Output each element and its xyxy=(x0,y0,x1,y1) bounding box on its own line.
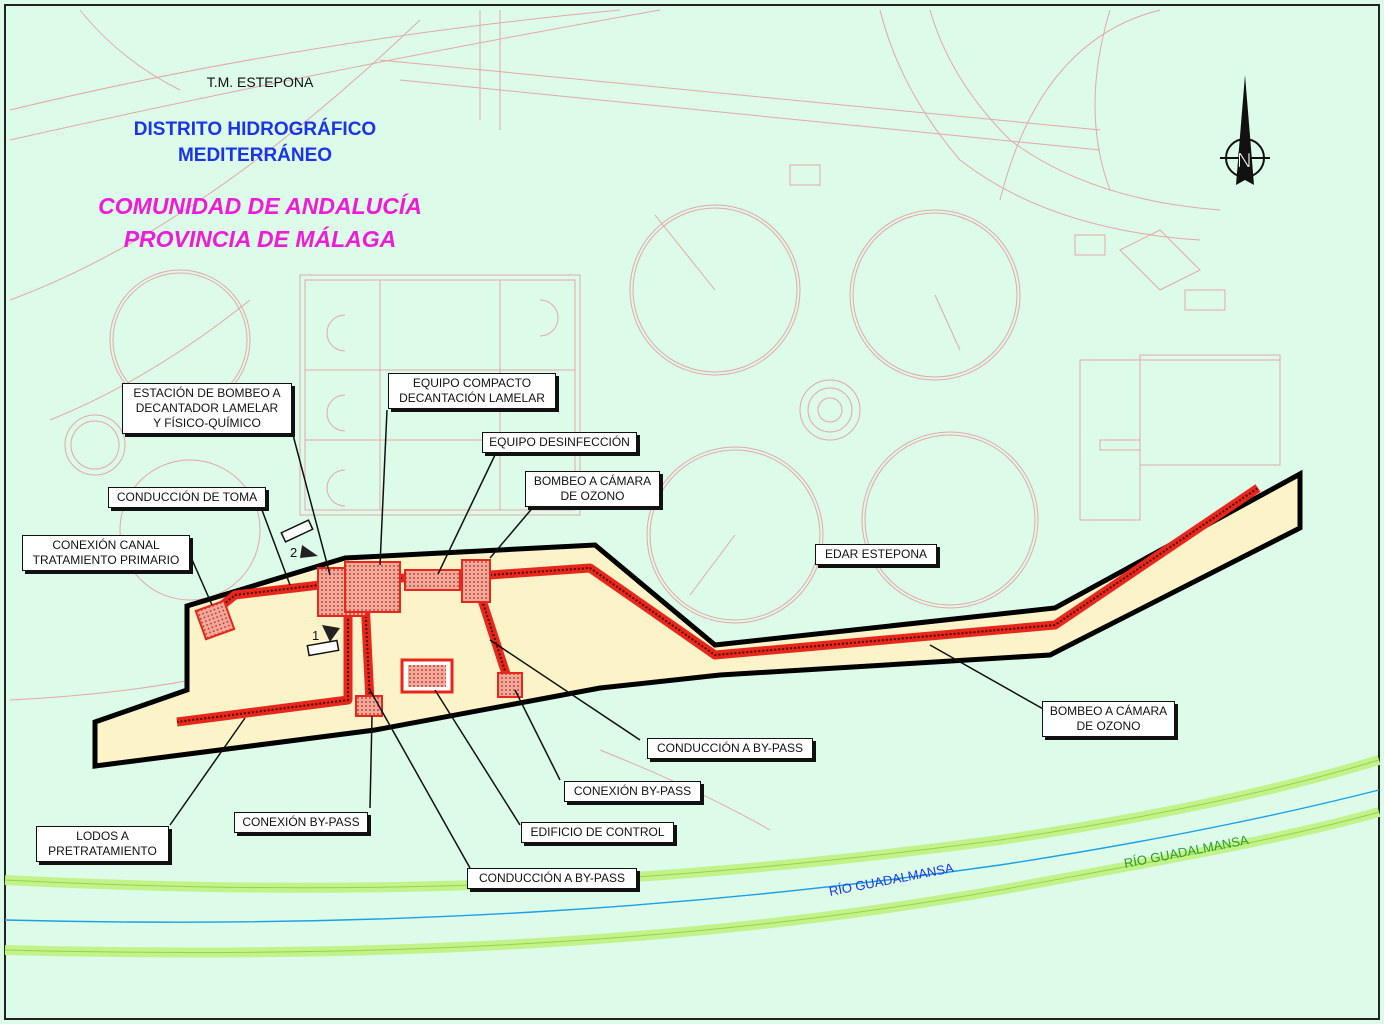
region-line-1: COMUNIDAD DE ANDALUCÍA xyxy=(98,193,422,219)
callout-ozone-pump-1: BOMBEO A CÁMARA DE OZONO xyxy=(525,471,660,507)
callout-lamellar-unit: EQUIPO COMPACTO DECANTACIÓN LAMELAR xyxy=(388,373,556,409)
bypass-connection-box-2 xyxy=(355,695,383,717)
municipality-label: T.M. ESTEPONA xyxy=(206,74,314,90)
photo-point-1-label: 1 xyxy=(312,628,319,643)
river-centerline xyxy=(4,789,1380,923)
callout-bypass-pipe-1: CONDUCCIÓN A BY-PASS xyxy=(647,738,813,759)
callout-disinfection: EQUIPO DESINFECCIÓN xyxy=(482,432,637,453)
primary-channel-connection xyxy=(194,599,236,641)
callout-control-building: EDIFICIO DE CONTROL xyxy=(521,822,674,843)
district-line-1: DISTRITO HIDROGRÁFICO xyxy=(133,119,377,140)
photo-point-2: 2 xyxy=(280,519,318,560)
callout-bypass-connection-1: CONEXIÓN BY-PASS xyxy=(564,781,701,802)
north-letter: N xyxy=(1237,150,1251,172)
callout-pumping-station: ESTACIÓN DE BOMBEO A DECANTADOR LAMELAR … xyxy=(122,383,292,434)
photo-point-1: 1 xyxy=(306,625,340,657)
callout-primary-channel: CONEXIÓN CANAL TRATAMIENTO PRIMARIO xyxy=(22,535,190,571)
disinfection-unit xyxy=(404,569,461,591)
structures xyxy=(194,559,523,717)
district-title: DISTRITO HIDROGRÁFICO MEDITERRÁNEO xyxy=(90,117,420,169)
callout-bypass-pipe-2: CONDUCCIÓN A BY-PASS xyxy=(467,868,637,889)
district-line-2: MEDITERRÁNEO xyxy=(177,145,333,166)
region-title: COMUNIDAD DE ANDALUCÍA PROVINCIA DE MÁLA… xyxy=(70,190,450,256)
lamellar-decanter-unit xyxy=(344,561,401,613)
north-arrow-icon: N xyxy=(1220,75,1270,185)
callout-intake-pipe: CONDUCCIÓN DE TOMA xyxy=(108,487,266,508)
region-line-2: PROVINCIA DE MÁLAGA xyxy=(123,226,397,252)
map-frame xyxy=(4,4,1380,1020)
photo-point-2-label: 2 xyxy=(290,545,297,560)
callout-sludge: LODOS A PRETRATAMIENTO xyxy=(36,826,169,862)
leader-lines xyxy=(169,409,1046,869)
callout-edar: EDAR ESTEPONA xyxy=(815,544,937,565)
callout-bypass-connection-2: CONEXIÓN BY-PASS xyxy=(234,812,368,833)
callout-ozone-pump-2: BOMBEO A CÁMARA DE OZONO xyxy=(1042,701,1175,737)
ozone-pump-structure xyxy=(461,559,491,603)
bypass-connection-box-1 xyxy=(497,672,523,698)
